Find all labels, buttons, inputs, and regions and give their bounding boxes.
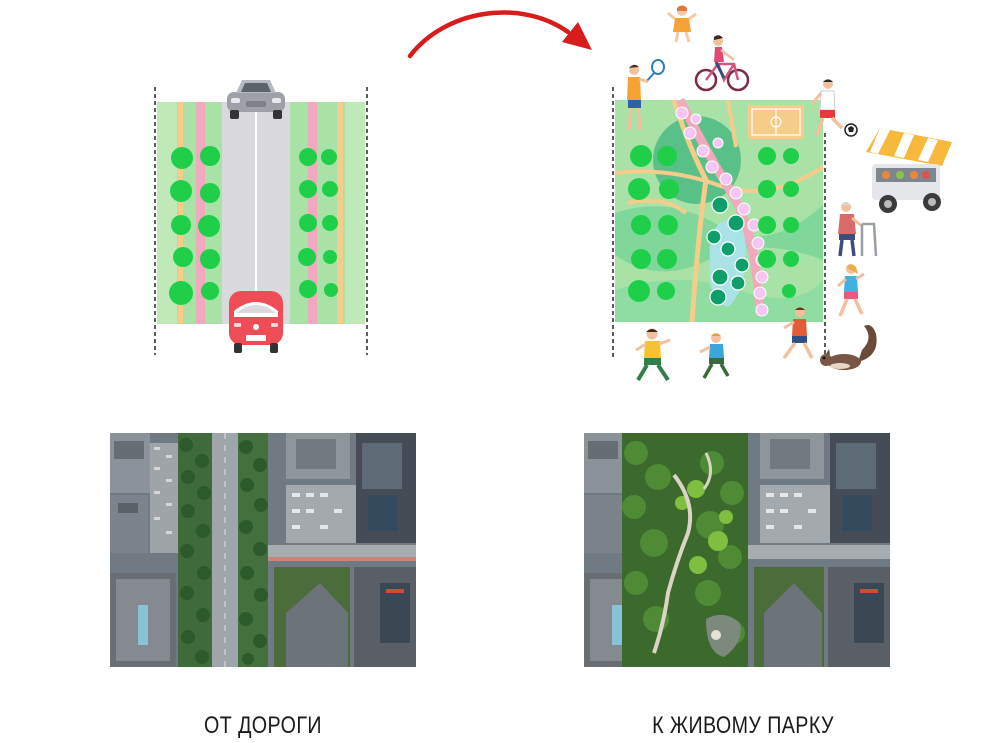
child-icon — [667, 5, 697, 43]
runner-icon — [782, 307, 814, 360]
trees-left — [169, 146, 220, 305]
football-player-icon — [810, 79, 858, 137]
elderly-walker-icon — [838, 202, 878, 257]
tennis-player-icon — [627, 59, 665, 131]
squirrel-icon — [820, 325, 877, 370]
cyclist-icon — [694, 35, 750, 92]
caption-to-park: К ЖИВОМУ ПАРКУ — [652, 712, 834, 739]
trees-right — [298, 148, 338, 298]
food-cart-icon — [866, 128, 952, 213]
running-children-icon — [635, 328, 730, 382]
main-path — [671, 99, 709, 323]
winding-path — [652, 473, 693, 654]
pink-lane — [196, 102, 205, 324]
teal-trees — [706, 196, 750, 306]
sand-lane — [178, 102, 183, 324]
road-diagram — [154, 87, 368, 355]
curved-arrow-icon — [407, 10, 592, 59]
bus-icon — [229, 291, 283, 353]
aerial-road-photo — [110, 433, 416, 667]
caption-from-road: ОТ ДОРОГИ — [204, 712, 322, 739]
car-icon — [227, 80, 285, 119]
aerial-park-photo — [584, 433, 890, 667]
park-diagram — [612, 87, 826, 357]
runner-icon — [837, 264, 865, 317]
road — [212, 433, 238, 667]
park-trees — [628, 145, 799, 302]
